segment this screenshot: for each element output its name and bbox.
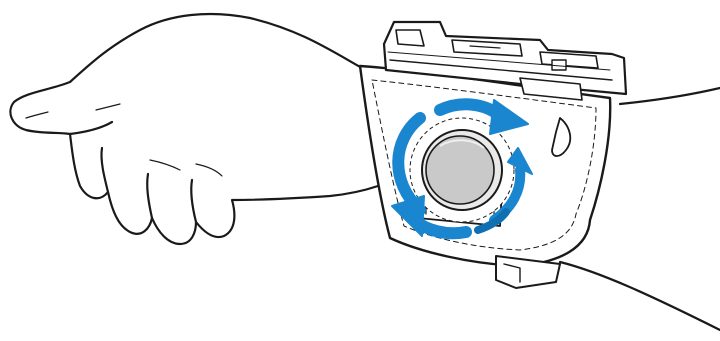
rotation-knob-icon	[410, 118, 514, 222]
hand-icon	[10, 14, 378, 244]
